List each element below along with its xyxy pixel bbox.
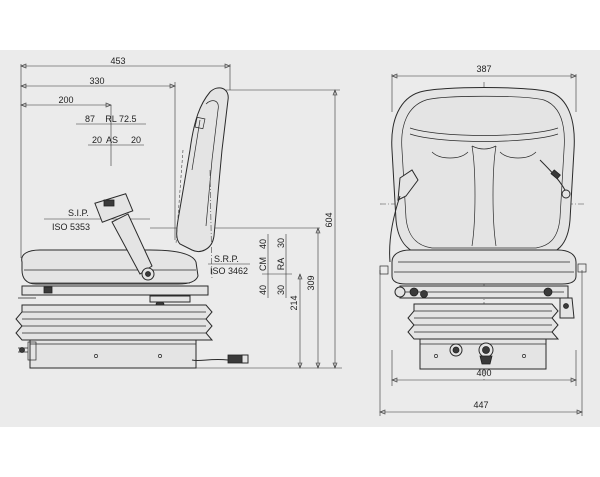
- ra-label: RA: [276, 258, 286, 271]
- rl-right-value: 72.5: [119, 114, 137, 124]
- rl-label: RL: [105, 114, 117, 124]
- dimension-604-label: 604: [324, 212, 334, 227]
- side-cable-connector: [191, 354, 249, 364]
- side-seat-belt: [94, 193, 155, 281]
- vertical-adjustment: 40 CM 40 30 RA 30: [258, 234, 292, 298]
- side-frame: [18, 285, 209, 310]
- dimension-200: 200: [20, 95, 112, 108]
- cm-label: CM: [258, 257, 268, 271]
- ra-top-value: 30: [276, 238, 286, 248]
- sip-standard: ISO 5353: [52, 222, 90, 232]
- dimension-309-label: 309: [306, 275, 316, 290]
- dimension-200-label: 200: [58, 95, 73, 105]
- as-right-value: 20: [131, 135, 141, 145]
- srp-label: S.R.P.: [214, 254, 239, 264]
- side-base: [18, 339, 197, 369]
- side-backrest: [175, 87, 229, 281]
- front-frame: [394, 285, 575, 319]
- front-view: 387 400 447: [379, 64, 587, 416]
- front-seat-belt: [389, 159, 571, 263]
- dimension-604: 604: [226, 89, 340, 369]
- cm-top-value: 40: [258, 239, 268, 249]
- dimension-453-label: 453: [110, 56, 125, 66]
- srp-standard: ISO 3462: [210, 266, 248, 276]
- front-suspension-bellows: [407, 303, 560, 340]
- side-seat-cushion: [21, 249, 199, 285]
- as-label: AS: [106, 135, 118, 145]
- front-backrest: [391, 87, 575, 257]
- side-view: 453 330 200 87 RL 72.5 20 AS 20: [15, 56, 342, 369]
- dimension-214-label: 214: [289, 295, 299, 310]
- sip-reference: S.I.P. ISO 5353: [44, 208, 150, 232]
- ra-bottom-value: 30: [276, 285, 286, 295]
- rl-left-value: 87: [85, 114, 95, 124]
- dimension-387: 387: [391, 64, 577, 112]
- seat-dimension-drawing: 453 330 200 87 RL 72.5 20 AS 20: [15, 56, 587, 416]
- front-seat-cushion: [379, 249, 587, 285]
- dimension-447: 447: [379, 270, 583, 416]
- dimension-330-label: 330: [89, 76, 104, 86]
- srp-reference: S.R.P. ISO 3462: [208, 254, 250, 276]
- sip-label: S.I.P.: [68, 208, 89, 218]
- side-suspension-bellows: [15, 304, 214, 341]
- cm-bottom-value: 40: [258, 285, 268, 295]
- dimension-330: 330: [20, 76, 176, 240]
- dimension-447-label: 447: [473, 400, 488, 410]
- dimension-453: 453: [20, 56, 231, 258]
- as-left-value: 20: [92, 135, 102, 145]
- dimension-387-label: 387: [476, 64, 491, 74]
- as-adjustment: 20 AS 20: [88, 135, 144, 146]
- front-base: [419, 338, 547, 370]
- rl-adjustment: 87 RL 72.5: [76, 105, 146, 166]
- drawing-area: 453 330 200 87 RL 72.5 20 AS 20: [0, 50, 600, 427]
